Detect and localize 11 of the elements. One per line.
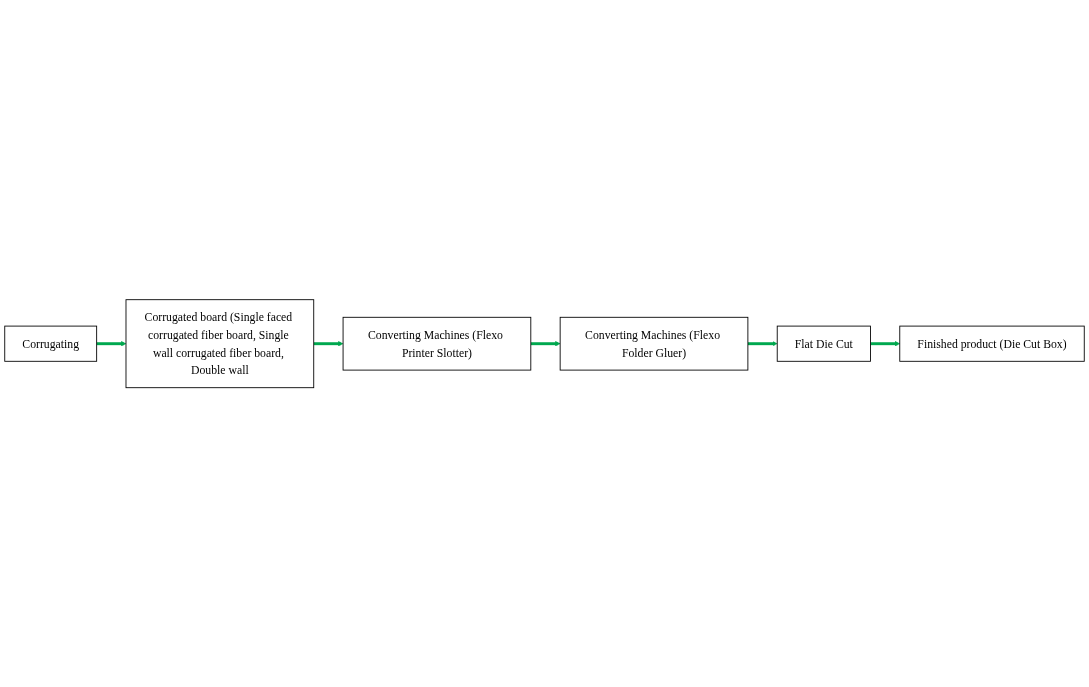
node-box: Corrugating	[4, 325, 98, 362]
node-box: Converting Machines (Flexo Printer Slotter)	[342, 316, 532, 371]
node-box: Flat Die Cut	[776, 325, 871, 362]
arrow	[870, 340, 900, 347]
arrow	[530, 340, 561, 347]
arrow	[747, 340, 778, 347]
node-box: Converting Machines (Flexo Folder Gluer)	[559, 316, 749, 371]
arrow	[96, 340, 127, 347]
node-box: Corrugated board (Single faced corrugated fiber board, Single wall corrugated fiber board, Double wall	[125, 299, 315, 388]
node-box: Finished product (Die Cut Box)	[899, 325, 1085, 362]
arrow	[313, 340, 344, 347]
